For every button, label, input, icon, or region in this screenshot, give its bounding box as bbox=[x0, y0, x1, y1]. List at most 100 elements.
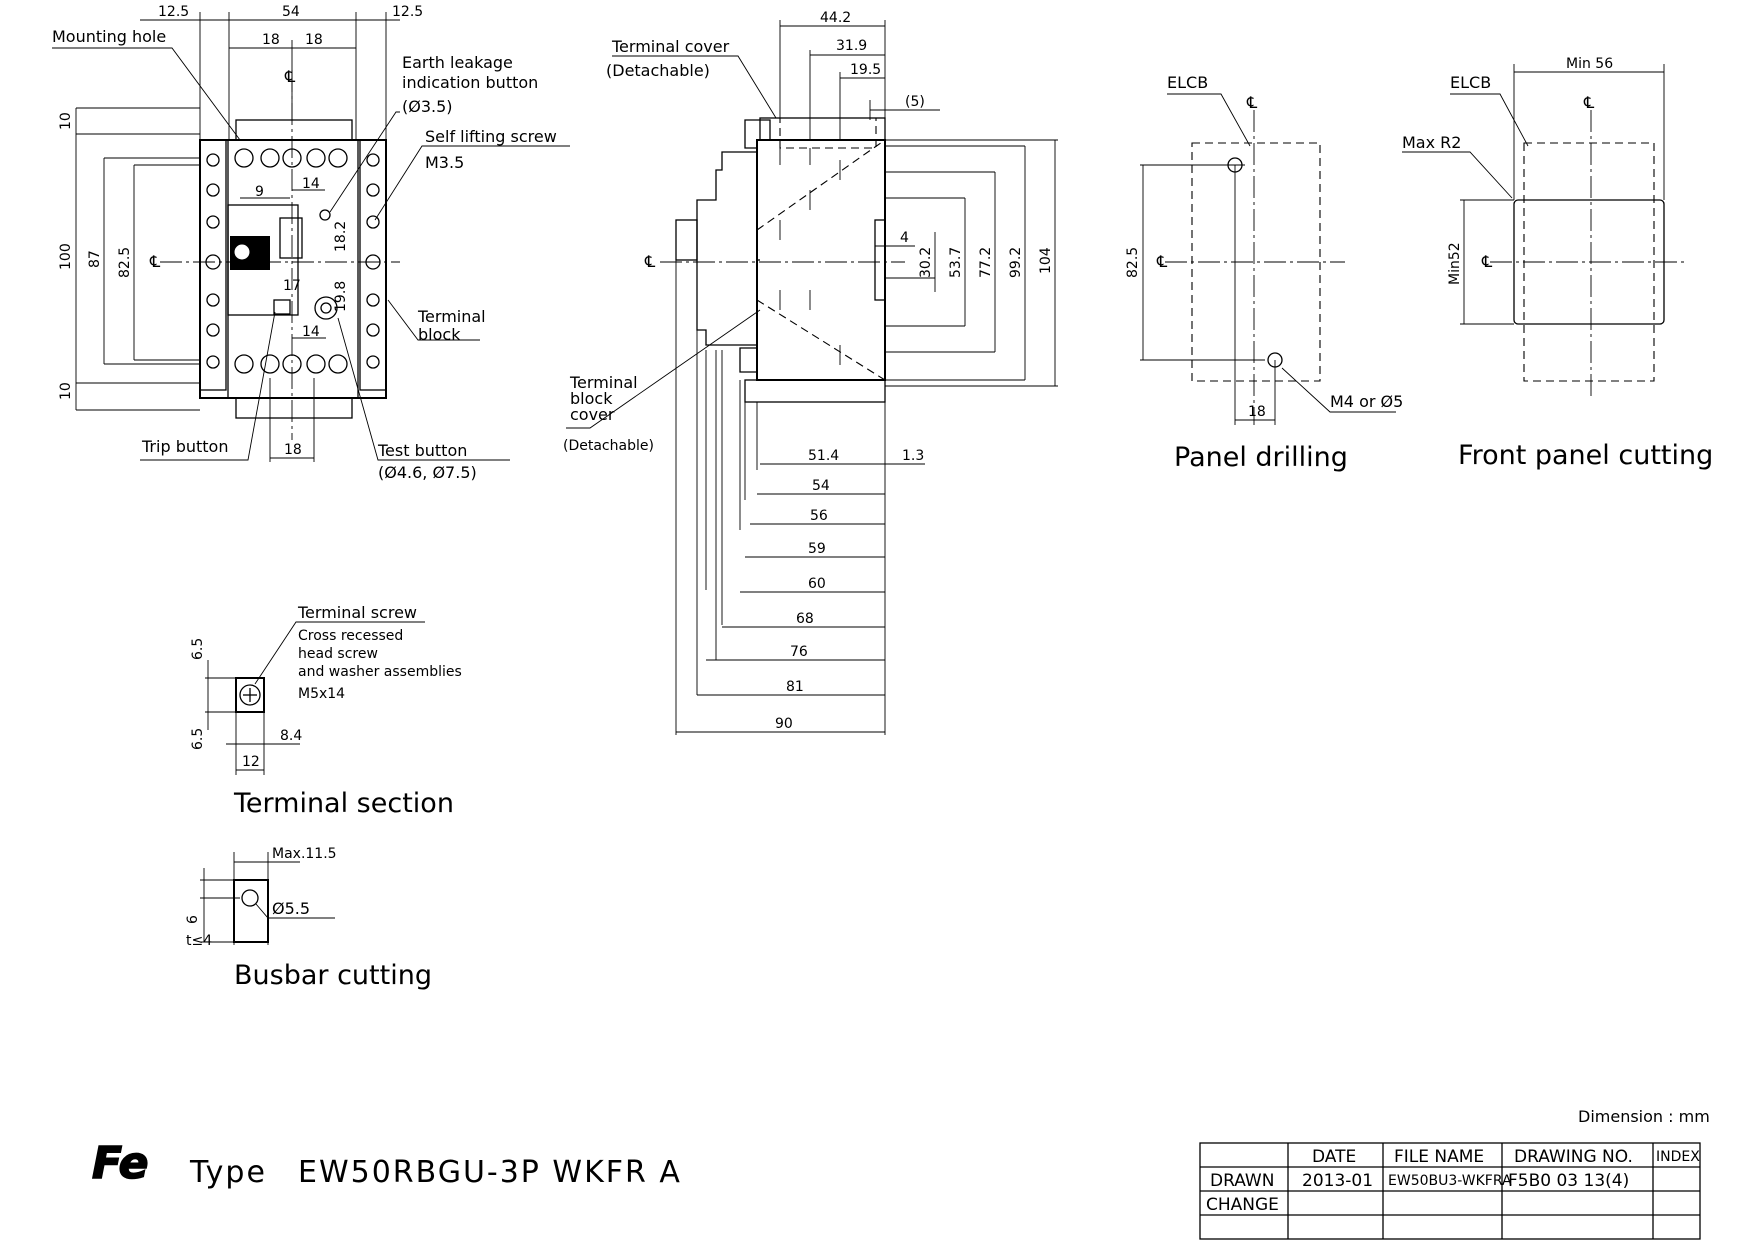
type-label: Type bbox=[189, 1155, 267, 1190]
tb-header-drawing-no: DRAWING NO. bbox=[1514, 1147, 1633, 1167]
sv-dim-60: 60 bbox=[808, 576, 826, 592]
ts-label-5: M5x14 bbox=[298, 686, 345, 702]
dim-left-10-top: 10 bbox=[58, 112, 74, 130]
sv-dim-31.9: 31.9 bbox=[836, 38, 867, 54]
sv-dim-54: 54 bbox=[812, 478, 830, 494]
front-view: 12.5 54 12.5 18 18 ℄ 10 100 87 82.5 10 ℄ bbox=[52, 4, 570, 482]
terminal-section-title: Terminal section bbox=[233, 788, 454, 819]
top-terminal-screws bbox=[234, 148, 348, 168]
sv-tbc-2: block bbox=[570, 389, 613, 408]
sv-terminal-cover-2: (Detachable) bbox=[606, 61, 710, 80]
sv-tbc-1: Terminal bbox=[569, 373, 638, 392]
sv-dim-19.5: 19.5 bbox=[850, 62, 881, 78]
dim-top-18-right: 18 bbox=[305, 32, 323, 48]
label-self-lifting-1: Self lifting screw bbox=[425, 127, 557, 146]
dim-inner-9: 9 bbox=[255, 184, 264, 200]
busbar-cutting: Max.11.5 Ø5.5 6 t≤4 Busbar cutting bbox=[185, 846, 432, 991]
sv-tbc-4: (Detachable) bbox=[563, 438, 654, 454]
label-mounting-hole: Mounting hole bbox=[52, 27, 166, 46]
sv-dim-1.3: 1.3 bbox=[902, 448, 924, 464]
panel-drilling: ELCB ℄ ℄ 82.5 18 M4 or Ø5 Panel drilling bbox=[1125, 73, 1403, 473]
dim-top-54: 54 bbox=[282, 4, 300, 20]
sv-dim-81: 81 bbox=[786, 679, 804, 695]
sv-dim-99.2: 99.2 bbox=[1008, 247, 1024, 278]
tb-header-file-name: FILE NAME bbox=[1394, 1147, 1484, 1167]
sv-dim-44.2: 44.2 bbox=[820, 10, 851, 26]
centerline-symbol: ℄ bbox=[1481, 252, 1493, 271]
fpc-maxr2: Max R2 bbox=[1402, 133, 1461, 152]
centerline-symbol: ℄ bbox=[149, 252, 161, 271]
type-value: EW50RBGU-3P WKFR A bbox=[298, 1155, 682, 1190]
terminal-section: 6.5 6.5 8.4 12 Terminal screw Cross rece… bbox=[190, 603, 462, 819]
fuji-logo: Fe bbox=[92, 1138, 148, 1189]
right-terminal-column bbox=[359, 139, 387, 391]
front-panel-cutting: Min 56 ELCB Max R2 ℄ ℄ Min52 Front panel… bbox=[1402, 56, 1713, 471]
label-test-button-2: (Ø4.6, Ø7.5) bbox=[378, 463, 477, 482]
centerline-symbol: ℄ bbox=[644, 252, 656, 271]
bb-dim-6: 6 bbox=[185, 915, 201, 924]
ts-dim-6.5-top: 6.5 bbox=[190, 638, 206, 660]
tb-header-date: DATE bbox=[1312, 1147, 1356, 1167]
dim-top-12.5-left: 12.5 bbox=[158, 4, 189, 20]
panel-drilling-title: Panel drilling bbox=[1174, 442, 1348, 473]
ts-label-3: head screw bbox=[298, 646, 378, 662]
left-terminal-column bbox=[199, 139, 227, 391]
pd-hole: M4 or Ø5 bbox=[1330, 392, 1403, 411]
centerline-symbol: ℄ bbox=[1246, 93, 1258, 112]
ts-dim-12: 12 bbox=[242, 754, 260, 770]
sv-dim-30.2: 30.2 bbox=[918, 247, 934, 278]
dim-left-87: 87 bbox=[87, 250, 103, 268]
tb-drawn-date: 2013-01 bbox=[1302, 1171, 1373, 1191]
dim-left-82.5: 82.5 bbox=[117, 247, 133, 278]
sv-dim-4: 4 bbox=[900, 230, 909, 246]
sv-dim-53.7: 53.7 bbox=[948, 247, 964, 278]
side-view: 44.2 31.9 19.5 (5) ℄ bbox=[563, 10, 1058, 735]
tb-change-label: CHANGE bbox=[1206, 1195, 1279, 1215]
footer: Fe Type EW50RBGU-3P WKFR A Dimension : m… bbox=[91, 1107, 1710, 1240]
dim-top-18-left: 18 bbox=[262, 32, 280, 48]
label-terminal-block-1: Terminal bbox=[417, 307, 486, 326]
dim-inner-18.2: 18.2 bbox=[333, 221, 349, 252]
sv-terminal-cover-1: Terminal cover bbox=[611, 37, 730, 56]
ts-dim-6.5-bottom: 6.5 bbox=[190, 728, 206, 750]
tb-drawn-label: DRAWN bbox=[1210, 1171, 1274, 1191]
sv-dim-90: 90 bbox=[775, 716, 793, 732]
title-block: DATE FILE NAME DRAWING NO. INDEX DRAWN 2… bbox=[1199, 1142, 1701, 1240]
tb-header-index: INDEX bbox=[1656, 1149, 1700, 1165]
bb-max-11.5: Max.11.5 bbox=[272, 846, 337, 862]
dim-left-10-bottom: 10 bbox=[58, 382, 74, 400]
bottom-terminal-screws bbox=[234, 354, 348, 374]
sv-dim-104: 104 bbox=[1038, 247, 1054, 274]
sv-dim-56: 56 bbox=[810, 508, 828, 524]
label-earth-leakage-2: indication button bbox=[402, 73, 538, 92]
ts-dim-8.4: 8.4 bbox=[280, 728, 302, 744]
pd-elcb: ELCB bbox=[1167, 73, 1208, 92]
fpc-elcb: ELCB bbox=[1450, 73, 1491, 92]
label-earth-leakage-3: (Ø3.5) bbox=[402, 97, 453, 116]
label-terminal-block-2: block bbox=[418, 325, 461, 344]
bb-t4: t≤4 bbox=[186, 933, 212, 949]
centerline-symbol: ℄ bbox=[1156, 252, 1168, 271]
sv-dim-51.4: 51.4 bbox=[808, 448, 839, 464]
dimension-unit: Dimension : mm bbox=[1578, 1107, 1710, 1126]
sv-dim-68: 68 bbox=[796, 611, 814, 627]
dim-inner-17: 17 bbox=[283, 278, 301, 294]
sv-dim-59: 59 bbox=[808, 541, 826, 557]
label-test-button-1: Test button bbox=[377, 441, 467, 460]
dim-inner-19.8: 19.8 bbox=[333, 281, 349, 312]
internal-terminals bbox=[756, 139, 886, 381]
fpc-min52: Min52 bbox=[1447, 242, 1463, 285]
dim-inner-14-bottom: 14 bbox=[302, 324, 320, 340]
sv-dim-76: 76 bbox=[790, 644, 808, 660]
dim-left-100: 100 bbox=[58, 243, 74, 270]
centerline-symbol: ℄ bbox=[284, 67, 296, 86]
ts-label-1: Terminal screw bbox=[297, 603, 417, 622]
bb-phi-5.5: Ø5.5 bbox=[272, 899, 310, 918]
sv-dim-5: (5) bbox=[905, 94, 925, 110]
tb-drawn-drawing-no: F5B0 03 13(4) bbox=[1508, 1171, 1629, 1191]
label-self-lifting-2: M3.5 bbox=[425, 153, 464, 172]
busbar-cutting-title: Busbar cutting bbox=[234, 960, 432, 991]
sv-dim-77.2: 77.2 bbox=[978, 247, 994, 278]
ts-label-2: Cross recessed bbox=[298, 628, 403, 644]
ts-label-4: and washer assemblies bbox=[298, 664, 462, 680]
